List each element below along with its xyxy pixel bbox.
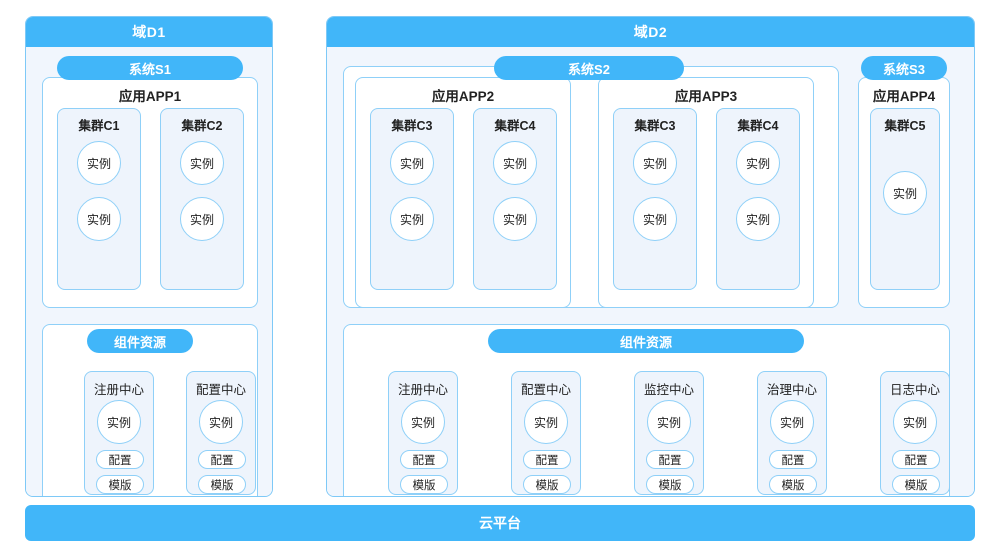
instance-node[interactable]: 实例	[401, 400, 445, 444]
instance-node[interactable]: 实例	[633, 197, 677, 241]
instance-node[interactable]: 实例	[736, 197, 780, 241]
component-card-registry[interactable]: 注册中心 实例 配置 模版	[84, 371, 154, 495]
config-tag[interactable]: 配置	[198, 450, 246, 469]
app-title-app2: 应用APP2	[431, 89, 495, 104]
instance-node[interactable]: 实例	[493, 141, 537, 185]
cluster-title-c2: 集群C2	[181, 119, 223, 133]
instance-node[interactable]: 实例	[633, 141, 677, 185]
component-card-governance[interactable]: 治理中心 实例 配置 模版	[757, 371, 827, 495]
instance-node[interactable]: 实例	[390, 197, 434, 241]
domain-title-d2: 域D2	[327, 17, 974, 47]
app-card-app1[interactable]: 应用APP1 集群C1 实例 实例 集群C2 实例 实例	[42, 77, 258, 308]
cluster-card-c3-app2[interactable]: 集群C3 实例 实例	[370, 108, 454, 290]
cluster-card-c4-app2[interactable]: 集群C4 实例 实例	[473, 108, 557, 290]
cluster-title: 集群C3	[391, 119, 433, 133]
component-card-log[interactable]: 日志中心 实例 配置 模版	[880, 371, 950, 495]
system-label-s2[interactable]: 系统S2	[494, 56, 684, 80]
component-title: 治理中心	[766, 383, 817, 397]
instance-node[interactable]: 实例	[199, 400, 243, 444]
config-tag[interactable]: 配置	[523, 450, 571, 469]
component-title: 配置中心	[520, 383, 571, 397]
component-title: 监控中心	[643, 383, 694, 397]
cluster-title: 集群C3	[634, 119, 676, 133]
template-tag[interactable]: 模版	[523, 475, 571, 494]
component-card-monitor[interactable]: 监控中心 实例 配置 模版	[634, 371, 704, 495]
template-tag[interactable]: 模版	[96, 475, 144, 494]
instance-node[interactable]: 实例	[893, 400, 937, 444]
app-title-app4: 应用APP4	[872, 89, 936, 104]
component-title: 配置中心	[195, 383, 246, 397]
config-tag[interactable]: 配置	[400, 450, 448, 469]
cluster-title: 集群C4	[494, 119, 536, 133]
template-tag[interactable]: 模版	[646, 475, 694, 494]
instance-node[interactable]: 实例	[97, 400, 141, 444]
instance-node[interactable]: 实例	[390, 141, 434, 185]
system-label-s1[interactable]: 系统S1	[57, 56, 243, 80]
domain-body-d1: 系统S1 应用APP1 集群C1 实例 实例 集群C2 实例 实例 注册中心	[26, 47, 272, 496]
config-tag[interactable]: 配置	[96, 450, 144, 469]
component-title: 注册中心	[397, 383, 448, 397]
cluster-card-c1[interactable]: 集群C1 实例 实例	[57, 108, 141, 290]
component-card-registry[interactable]: 注册中心 实例 配置 模版	[388, 371, 458, 495]
instance-node[interactable]: 实例	[736, 141, 780, 185]
instance-node[interactable]: 实例	[180, 141, 224, 185]
template-tag[interactable]: 模版	[769, 475, 817, 494]
component-title: 注册中心	[93, 383, 144, 397]
cluster-card-c4-app3[interactable]: 集群C4 实例 实例	[716, 108, 800, 290]
instance-node[interactable]: 实例	[77, 141, 121, 185]
system-label-s3[interactable]: 系统S3	[861, 56, 947, 80]
app-card-app3[interactable]: 应用APP3 集群C3 实例 实例 集群C4 实例 实例	[598, 77, 814, 308]
cloud-platform-bar[interactable]: 云平台	[25, 505, 975, 541]
config-tag[interactable]: 配置	[769, 450, 817, 469]
cluster-title: 集群C4	[737, 119, 779, 133]
instance-node[interactable]: 实例	[647, 400, 691, 444]
cluster-title: 集群C5	[884, 119, 926, 133]
domain-body-d2: 系统S2 应用APP2 集群C3 实例 实例 集群C4 实例 实例 应用APP3	[327, 47, 974, 496]
domain-title-d1: 域D1	[26, 17, 272, 47]
cluster-card-c2[interactable]: 集群C2 实例 实例	[160, 108, 244, 290]
component-resources-label-d1[interactable]: 组件资源	[87, 329, 193, 353]
app-card-app2[interactable]: 应用APP2 集群C3 实例 实例 集群C4 实例 实例	[355, 77, 571, 308]
template-tag[interactable]: 模版	[400, 475, 448, 494]
template-tag[interactable]: 模版	[892, 475, 940, 494]
cluster-card-c5[interactable]: 集群C5 实例	[870, 108, 940, 290]
instance-node[interactable]: 实例	[770, 400, 814, 444]
instance-node[interactable]: 实例	[180, 197, 224, 241]
component-card-config[interactable]: 配置中心 实例 配置 模版	[186, 371, 256, 495]
template-tag[interactable]: 模版	[198, 475, 246, 494]
instance-node[interactable]: 实例	[493, 197, 537, 241]
component-card-config[interactable]: 配置中心 实例 配置 模版	[511, 371, 581, 495]
instance-node[interactable]: 实例	[77, 197, 121, 241]
config-tag[interactable]: 配置	[892, 450, 940, 469]
app-title-app1: 应用APP1	[118, 89, 182, 104]
cluster-card-c3-app3[interactable]: 集群C3 实例 实例	[613, 108, 697, 290]
app-title-app3: 应用APP3	[674, 89, 738, 104]
app-card-app4[interactable]: 应用APP4 集群C5 实例	[858, 77, 950, 308]
domain-card-d2[interactable]: 域D2 系统S2 应用APP2 集群C3 实例 实例 集群C4 实例 实例	[326, 16, 975, 497]
component-title: 日志中心	[889, 383, 940, 397]
config-tag[interactable]: 配置	[646, 450, 694, 469]
component-resources-label-d2[interactable]: 组件资源	[488, 329, 804, 353]
cluster-title-c1: 集群C1	[78, 119, 120, 133]
domain-card-d1[interactable]: 域D1 系统S1 应用APP1 集群C1 实例 实例 集群C2 实例 实例	[25, 16, 273, 497]
instance-node[interactable]: 实例	[524, 400, 568, 444]
instance-node[interactable]: 实例	[883, 171, 927, 215]
